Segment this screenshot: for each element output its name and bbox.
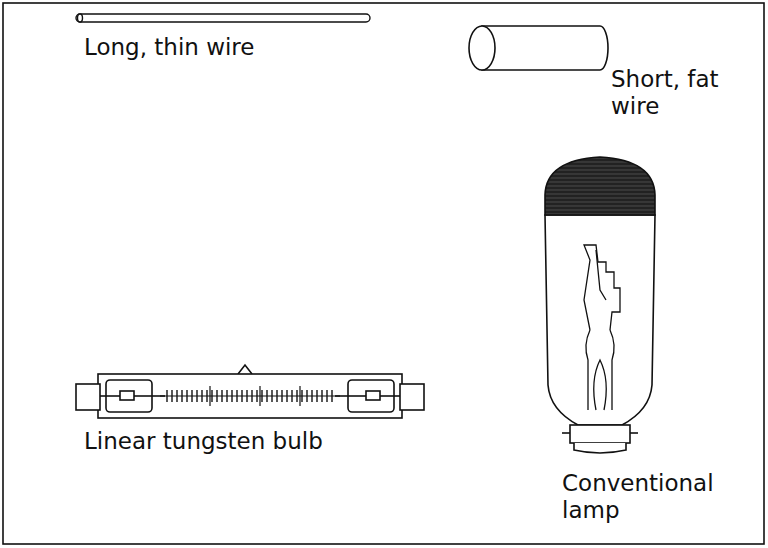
thin-wire — [76, 14, 370, 22]
fat-wire — [469, 26, 608, 70]
wire-label: Short, fat wire — [611, 66, 759, 120]
conventional-lamp — [545, 157, 655, 453]
bulb-label: Linear tungsten bulb — [84, 428, 424, 455]
linear-bulb — [76, 365, 424, 418]
frame — [3, 3, 764, 544]
wire-label: Long, thin wire — [84, 34, 404, 61]
lamp-label: Conventional lamp — [562, 470, 752, 524]
